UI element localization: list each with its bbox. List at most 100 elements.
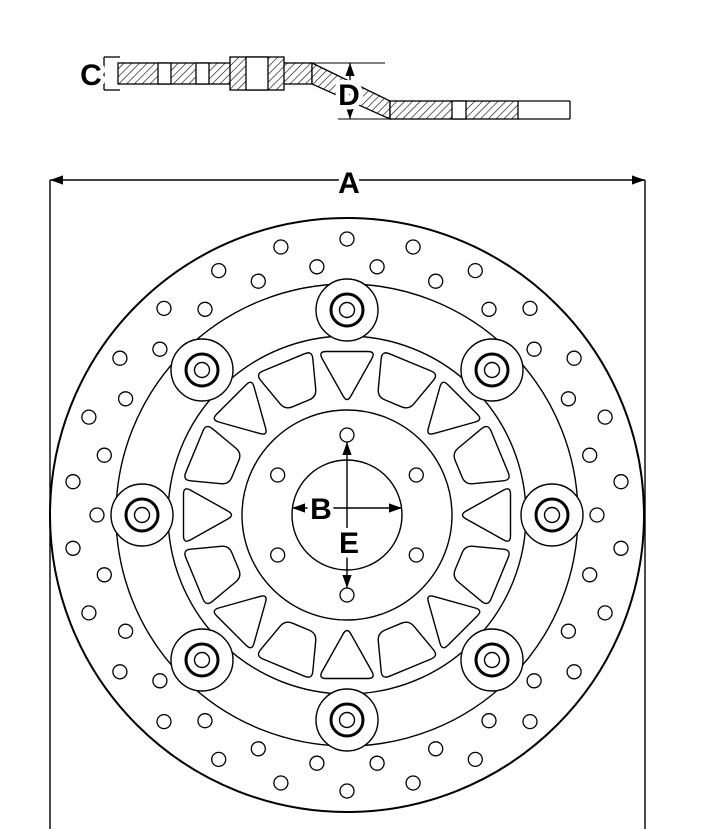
- drill-hole: [197, 713, 213, 729]
- drill-hole: [152, 673, 168, 689]
- rivet-center: [483, 361, 501, 379]
- drill-hole: [582, 447, 598, 463]
- bolt-hole: [339, 427, 355, 443]
- drill-hole: [613, 540, 629, 556]
- label-e-bolt-circle: E: [339, 527, 359, 560]
- carrier-cutout-window: [257, 621, 317, 678]
- disc-front-view: [49, 217, 645, 813]
- bolt-hole: [270, 547, 286, 563]
- drill-hole: [481, 713, 497, 729]
- drill-hole: [339, 231, 355, 247]
- rivet-center: [338, 301, 356, 319]
- drill-hole: [428, 273, 444, 289]
- bolt-hole: [408, 467, 424, 483]
- hub-bore-section: [245, 56, 269, 91]
- carrier-cutout-triangle: [320, 350, 374, 401]
- rivet-center: [483, 651, 501, 669]
- label-a-overall-diameter: A: [338, 167, 360, 200]
- drill-hole: [589, 507, 605, 523]
- drill-hole: [597, 409, 613, 425]
- carrier-cutout-window: [184, 545, 241, 605]
- arrowhead: [345, 106, 355, 119]
- carrier-cutout-triangle: [320, 629, 374, 680]
- drill-hole: [428, 741, 444, 757]
- carrier-cutout-triangle: [213, 595, 267, 649]
- rivet-center: [543, 506, 561, 524]
- rivet-section: [451, 100, 467, 120]
- carrier-cutout-triangle: [427, 595, 481, 649]
- arrowhead: [50, 175, 63, 185]
- drill-hole: [65, 474, 81, 490]
- carrier-cutout-window: [453, 425, 510, 485]
- drill-hole: [112, 664, 128, 680]
- drill-hole: [526, 341, 542, 357]
- drill-hole: [526, 673, 542, 689]
- label-d-offset: D: [338, 79, 360, 112]
- drill-hole: [273, 239, 289, 255]
- bolt-hole: [408, 547, 424, 563]
- arrowhead: [632, 175, 645, 185]
- drill-hole: [156, 713, 172, 730]
- drill-hole: [613, 474, 629, 490]
- rivet-center: [133, 506, 151, 524]
- drill-hole: [156, 300, 172, 317]
- drill-hole: [405, 239, 421, 255]
- drill-hole: [309, 259, 325, 275]
- dimension-labels: A B C D E: [76, 55, 365, 565]
- drill-hole: [152, 341, 168, 357]
- carrier-cutout-window: [453, 545, 510, 605]
- rivet-center: [338, 711, 356, 729]
- drill-hole: [112, 350, 128, 366]
- drill-hole: [405, 775, 421, 791]
- drill-hole: [81, 605, 97, 621]
- carrier-cutout-window: [377, 621, 437, 678]
- drill-hole: [582, 567, 598, 583]
- drill-hole: [309, 755, 325, 771]
- bolt-hole: [270, 467, 286, 483]
- drill-hole: [560, 623, 577, 639]
- drill-hole: [560, 391, 577, 407]
- drill-hole: [481, 301, 497, 317]
- drill-hole: [273, 775, 289, 791]
- drill-hole: [65, 540, 81, 556]
- carrier-cutout-triangle: [427, 381, 481, 435]
- drill-hole: [566, 350, 582, 366]
- drill-hole: [96, 567, 112, 583]
- bolt-hole: [339, 587, 355, 603]
- rivet-center: [193, 361, 211, 379]
- rivet-section: [195, 62, 210, 85]
- drill-hole: [339, 783, 355, 799]
- drill-hole: [117, 391, 134, 407]
- carrier-cutout-window: [377, 352, 437, 409]
- drill-hole: [211, 262, 227, 279]
- label-b-center-bore: B: [310, 493, 332, 526]
- carrier-cutout-window: [257, 352, 317, 409]
- dimension-lines: [49, 175, 646, 829]
- arrowhead: [342, 442, 352, 455]
- drill-hole: [369, 755, 385, 771]
- drill-hole: [211, 751, 227, 768]
- rivet-section: [157, 62, 172, 85]
- carrier-cutout-triangle: [182, 488, 233, 542]
- arrowhead: [292, 503, 305, 513]
- drill-hole: [597, 605, 613, 621]
- rivet-center: [193, 651, 211, 669]
- arrowhead: [345, 63, 355, 76]
- drill-hole: [250, 741, 266, 757]
- carrier-cutout-window: [184, 425, 241, 485]
- drill-hole: [522, 713, 538, 730]
- drill-hole: [467, 751, 483, 768]
- drill-hole: [250, 273, 266, 289]
- drill-hole: [89, 507, 105, 523]
- carrier-cutout-triangle: [461, 488, 512, 542]
- arrowhead: [389, 503, 402, 513]
- cross-section-view: [103, 56, 571, 121]
- label-c-thickness: C: [80, 59, 102, 92]
- drill-hole: [197, 301, 213, 317]
- drill-hole: [467, 262, 483, 279]
- drill-hole: [369, 259, 385, 275]
- carrier-cutout-triangle: [213, 381, 267, 435]
- drill-hole: [522, 300, 538, 317]
- drill-hole: [81, 409, 97, 425]
